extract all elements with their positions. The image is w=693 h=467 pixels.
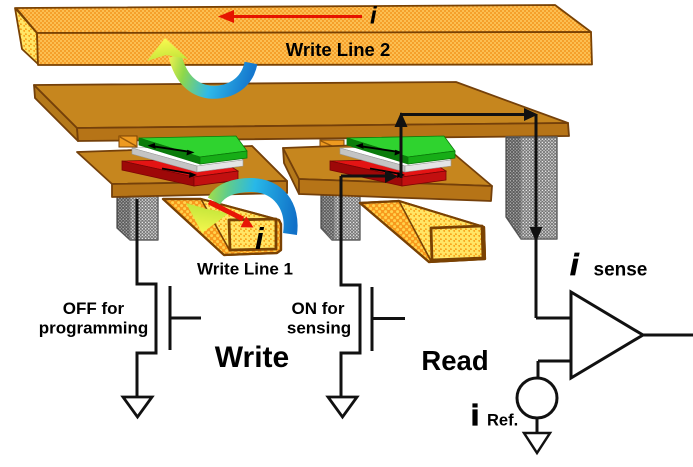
svg-text:ON for: ON for [292,299,345,318]
svg-text:Write Line 1: Write Line 1 [197,260,293,279]
svg-text:Read: Read [421,345,488,376]
svg-text:i: i [370,3,378,30]
svg-text:sensing: sensing [287,319,351,338]
svg-text:i: i [570,247,580,282]
svg-text:i: i [255,221,265,256]
svg-text:i: i [471,400,479,432]
svg-text:Write: Write [215,341,289,374]
svg-text:Ref.: Ref. [487,412,518,430]
svg-text:sense: sense [594,260,648,281]
svg-text:Write Line 2: Write Line 2 [286,39,391,60]
svg-text:programming: programming [39,319,149,338]
svg-text:OFF for: OFF for [63,299,125,318]
